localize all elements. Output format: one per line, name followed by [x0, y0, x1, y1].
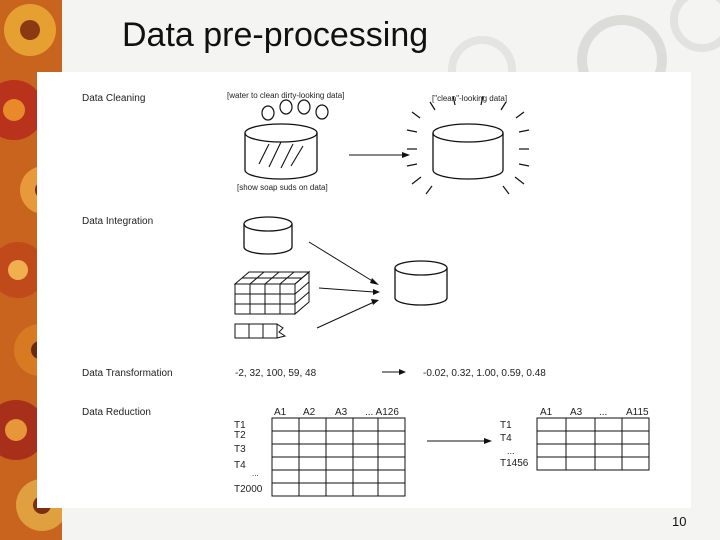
right-table-header: A1 [540, 407, 553, 418]
left-table-row-label: ... [252, 469, 259, 478]
right-table-row-label: ... [507, 446, 515, 456]
arrow-icon [427, 438, 492, 444]
left-table-row-label: T4 [234, 460, 246, 471]
right-table-header: A3 [570, 407, 583, 418]
left-table-header: A1 [274, 407, 287, 418]
right-table-header: A115 [626, 407, 649, 418]
integrated-database-icon [395, 261, 447, 305]
integration-label: Data Integration [82, 216, 153, 227]
left-table-row-label: T2 [234, 430, 246, 441]
database-icon [244, 217, 292, 254]
left-table-header: ... A126 [365, 407, 399, 418]
dirty-database-icon [245, 124, 317, 179]
cleaning-label: Data Cleaning [82, 93, 145, 104]
transformation-label: Data Transformation [82, 368, 173, 379]
cleaning-caption-right: ["clean"-looking data] [432, 94, 507, 103]
arrow-icon [382, 369, 406, 375]
left-data-table [272, 418, 405, 496]
data-cube-icon [235, 272, 309, 314]
water-drops-icon [262, 100, 328, 120]
arrow-icon [349, 152, 410, 158]
right-table-row-label: T1 [500, 420, 512, 431]
transformation-input: -2, 32, 100, 59, 48 [235, 368, 317, 379]
right-data-table [537, 418, 649, 470]
preprocessing-figure: Data Cleaning [water to clean dirty-look… [37, 72, 691, 508]
reduction-label: Data Reduction [82, 407, 151, 418]
left-table-row-label: T2000 [234, 484, 263, 495]
gear-icon [4, 4, 56, 56]
converging-arrows-icon [309, 242, 380, 328]
left-table-row-label: T3 [234, 444, 246, 455]
figure-canvas: Data Cleaning [water to clean dirty-look… [37, 72, 691, 508]
clean-database-icon [433, 124, 503, 179]
cleaning-caption-left: [water to clean dirty-looking data] [227, 91, 344, 100]
left-table-header: A2 [303, 407, 316, 418]
page-number: 10 [672, 514, 686, 529]
right-table-row-label: T1456 [500, 458, 529, 469]
right-table-header: ... [599, 407, 607, 418]
cleaning-caption-bottom: [show soap suds on data] [237, 183, 328, 192]
right-table-row-label: T4 [500, 433, 512, 444]
slide-title: Data pre-processing [122, 16, 428, 55]
partial-table-icon [235, 324, 285, 338]
transformation-output: -0.02, 0.32, 1.00, 0.59, 0.48 [423, 368, 546, 379]
left-table-header: A3 [335, 407, 348, 418]
